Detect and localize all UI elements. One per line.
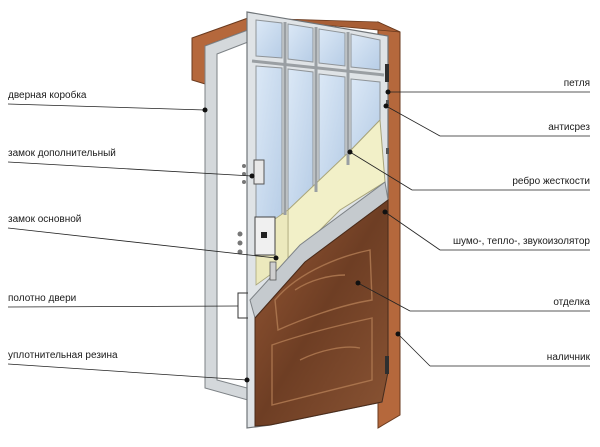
label-door-frame: дверная коробка bbox=[8, 90, 87, 101]
label-extra-lock: замок дополнительный bbox=[8, 148, 116, 159]
label-insulator: шумо-, тепло-, звукоизолятор bbox=[452, 236, 590, 247]
hinges bbox=[385, 64, 389, 374]
label-finishing: отделка bbox=[553, 297, 590, 308]
main-lock bbox=[237, 216, 277, 281]
steel-grid bbox=[251, 22, 385, 215]
label-hinge: петля bbox=[563, 78, 590, 89]
label-stiffener: ребро жесткости bbox=[512, 176, 590, 187]
interior-cells bbox=[255, 19, 381, 233]
label-door-leaf: полотно двери bbox=[8, 293, 77, 304]
leader-dots bbox=[202, 89, 401, 383]
door-leaf-bracket bbox=[237, 292, 248, 319]
label-main-lock: замок основной bbox=[8, 214, 82, 225]
extra-lock bbox=[242, 159, 265, 185]
anti-cut-pins bbox=[386, 100, 389, 154]
leader-lines bbox=[7, 91, 590, 381]
panel-carving bbox=[271, 249, 373, 406]
label-trim: наличник bbox=[546, 352, 590, 363]
label-anti-cut: антисрез bbox=[548, 122, 590, 133]
label-sealing-rubber: уплотнительная резина bbox=[8, 350, 118, 361]
